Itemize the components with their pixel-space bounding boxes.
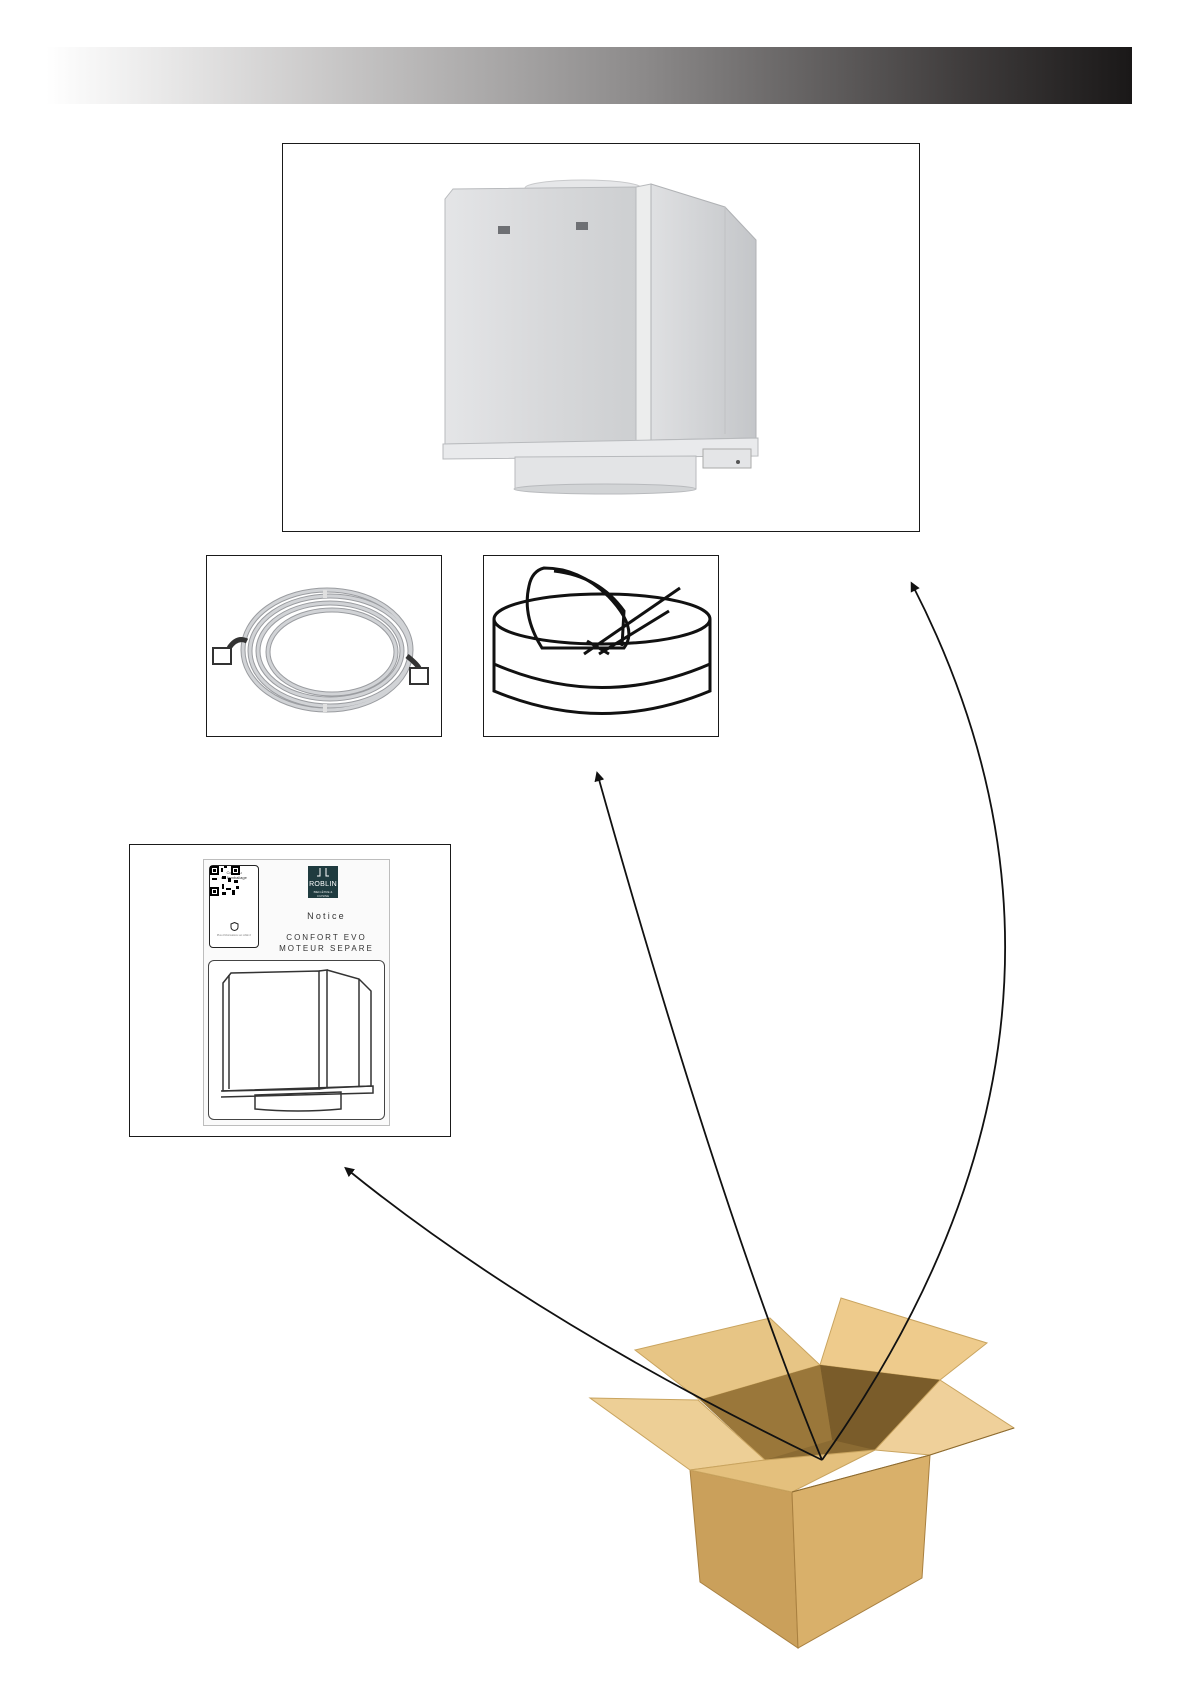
cardboard-box-illustration — [590, 1298, 1014, 1648]
